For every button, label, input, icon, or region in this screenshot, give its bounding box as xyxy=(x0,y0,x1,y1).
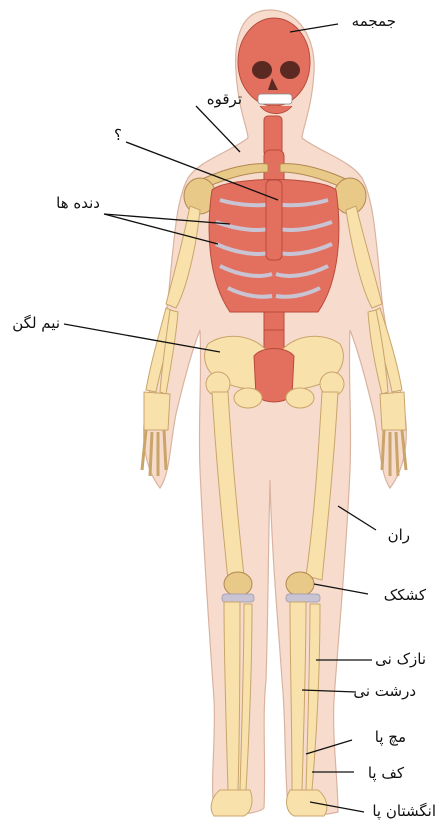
label-ribs: دنده ها xyxy=(56,194,100,212)
label-ankle: مچ پا xyxy=(375,728,406,747)
label-tibia: درشت نی xyxy=(353,682,416,700)
label-patella: کشکک xyxy=(384,586,427,604)
label-sole: کف پا xyxy=(368,764,405,783)
label-toes: انگشتان پا xyxy=(372,802,436,821)
label-unknown: ؟ xyxy=(114,126,122,144)
rib-cage xyxy=(209,180,339,313)
label-hip: نیم لگن xyxy=(12,314,60,332)
label-clavicle: ترقوه xyxy=(207,90,242,108)
leader-clavicle xyxy=(196,106,240,152)
label-femur: ران xyxy=(388,526,410,544)
label-skull: جمجمه xyxy=(352,12,396,30)
label-fibula: نازک نی xyxy=(375,650,426,668)
